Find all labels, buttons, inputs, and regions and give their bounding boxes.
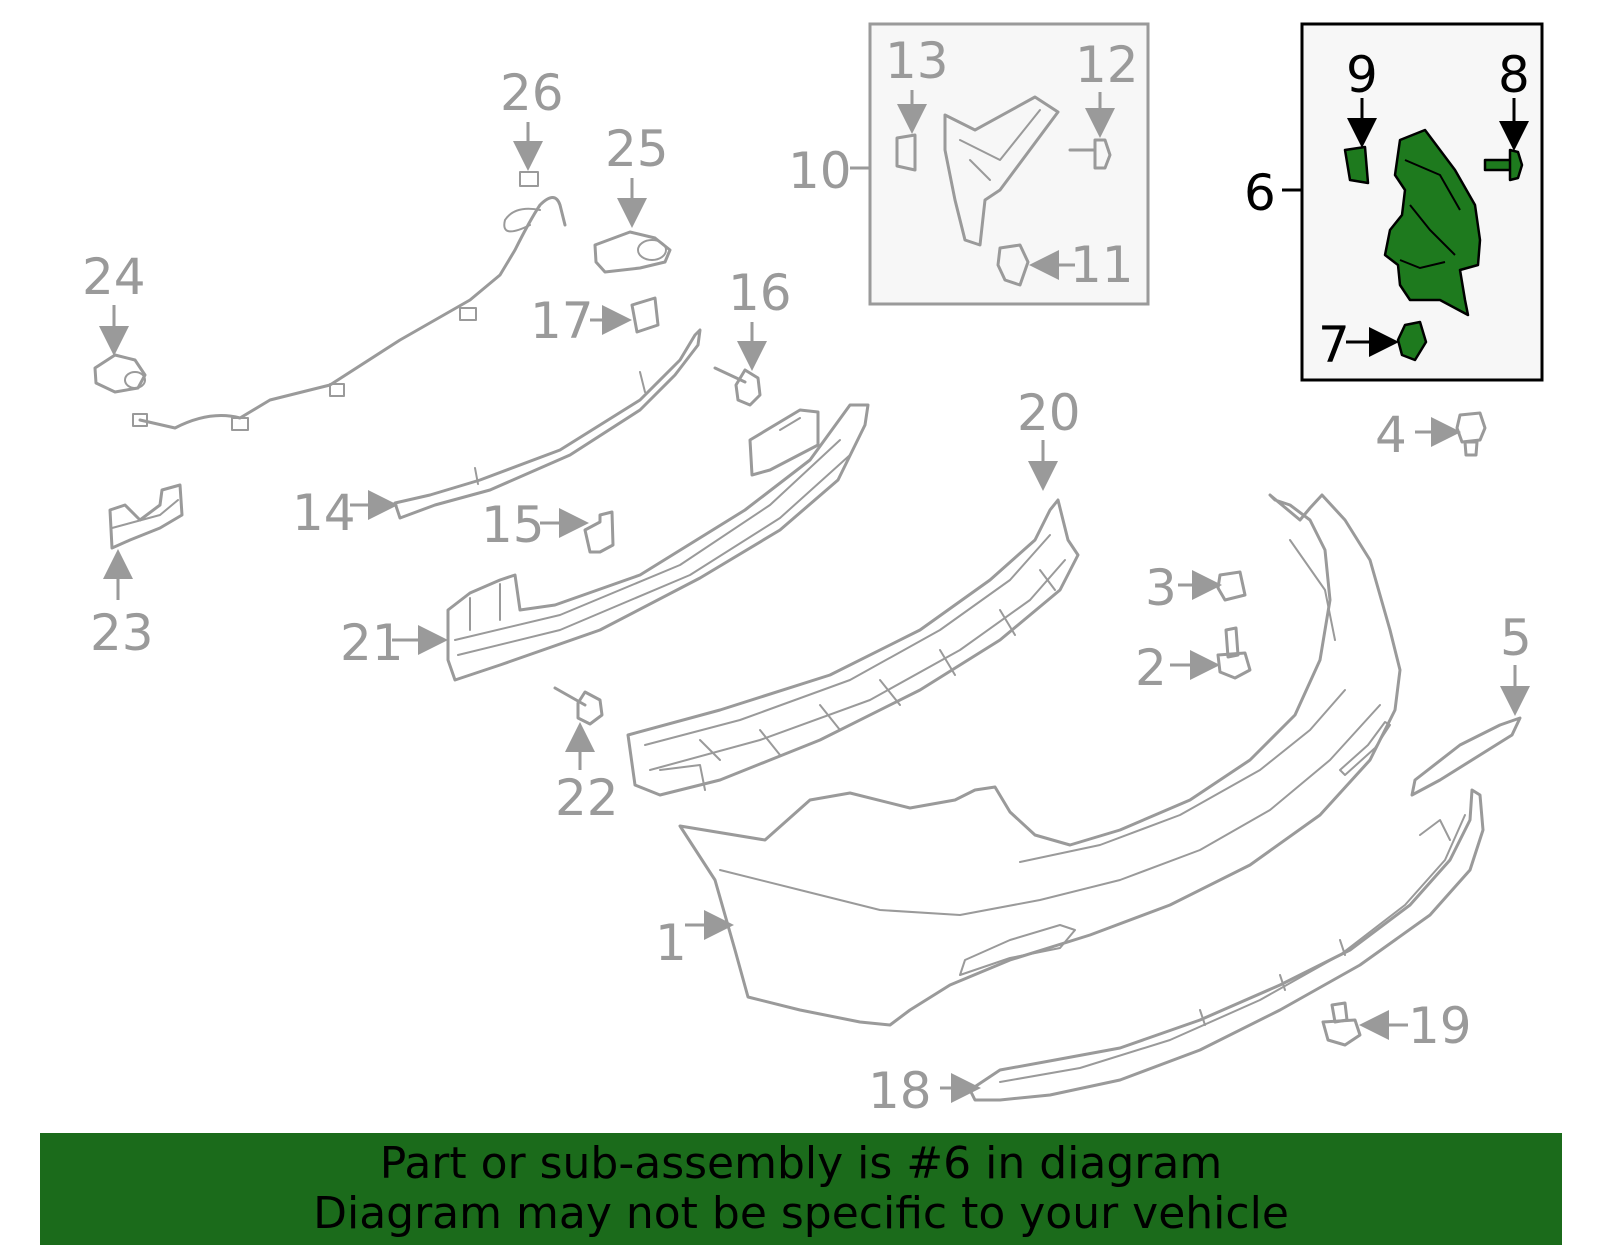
clip-15-shape (583, 510, 615, 554)
callout-14: 14 (292, 484, 356, 542)
clip-3-shape (1216, 570, 1247, 602)
callout-26: 26 (500, 64, 564, 122)
callout-11: 11 (1070, 236, 1134, 294)
callout-20: 20 (1017, 384, 1081, 442)
inset-box-6: 9 8 7 (1282, 22, 1544, 382)
reinforcement-beam-21 (446, 403, 870, 682)
wiring-harness-26 (132, 171, 567, 431)
callout-5: 5 (1500, 609, 1532, 667)
bracket-6-highlighted (1383, 128, 1482, 317)
callout-9: 9 (1346, 46, 1378, 104)
callout-25: 25 (605, 120, 669, 178)
callout-13: 13 (885, 32, 949, 90)
callout-19: 19 (1408, 997, 1472, 1055)
inset-box-10: 13 12 11 (850, 22, 1150, 306)
callout-7: 7 (1318, 316, 1350, 374)
callout-1: 1 (655, 914, 687, 972)
bolt-16 (713, 366, 762, 407)
callout-21: 21 (340, 614, 404, 672)
bolt-12-shape (1068, 138, 1112, 170)
bolt-22 (553, 686, 604, 726)
callout-24: 24 (82, 248, 146, 306)
callout-2: 2 (1135, 639, 1167, 697)
screw-8-highlighted (1483, 148, 1524, 182)
banner-line-1: Part or sub-assembly is #6 in diagram (379, 1138, 1223, 1189)
bumper-cover-1 (678, 493, 1402, 1027)
info-banner: Part or sub-assembly is #6 in diagram Di… (40, 1133, 1562, 1245)
callout-10: 10 (788, 142, 852, 200)
clip-11-shape (996, 243, 1030, 287)
sensor-24 (93, 353, 147, 394)
clip-13-shape (895, 133, 917, 172)
sensor-25 (593, 230, 672, 274)
bracket-23 (108, 483, 184, 550)
callout-23: 23 (90, 604, 154, 662)
callout-6: 6 (1244, 164, 1276, 222)
absorber-strip-14 (393, 328, 702, 520)
callout-8: 8 (1498, 46, 1530, 104)
callout-12: 12 (1075, 36, 1139, 94)
banner-line-2: Diagram may not be specific to your vehi… (313, 1188, 1289, 1239)
pin-4 (1455, 411, 1487, 457)
callout-18: 18 (868, 1062, 932, 1120)
reflector-strip-5 (1410, 716, 1522, 797)
callout-4: 4 (1375, 406, 1407, 464)
callout-22: 22 (555, 769, 619, 827)
callout-16: 16 (728, 264, 792, 322)
callout-17: 17 (530, 292, 594, 350)
energy-absorber-20 (626, 498, 1080, 797)
clip-17-shape (630, 296, 660, 334)
callout-15: 15 (481, 496, 545, 554)
callout-3: 3 (1145, 559, 1177, 617)
clip-9-highlighted (1343, 145, 1370, 185)
lower-diffuser-18 (968, 788, 1485, 1102)
bolt-2 (1216, 626, 1252, 680)
bracket-10-shape (943, 95, 1060, 247)
pin-19 (1321, 1001, 1362, 1047)
